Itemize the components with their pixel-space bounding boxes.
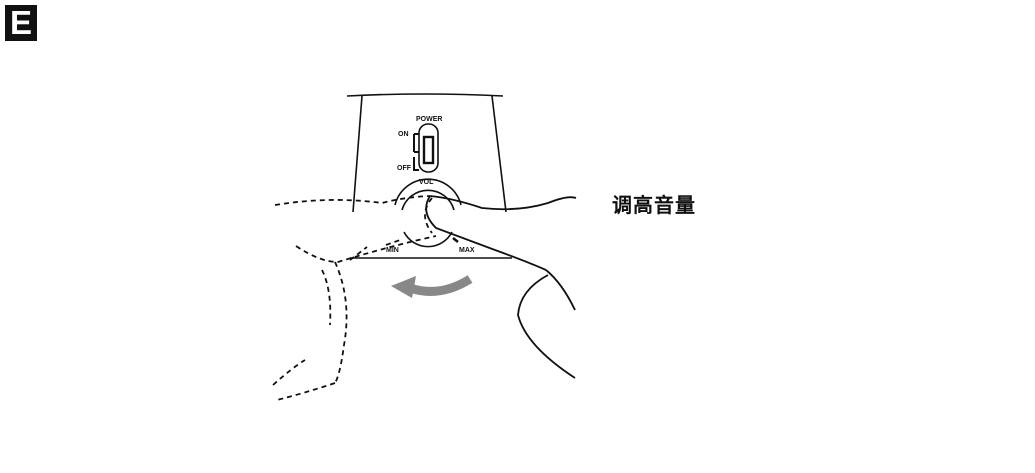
off-label: OFF [397,165,412,172]
on-label: ON [398,131,409,138]
min-label: MIN [386,247,399,254]
hand-pointing-icon [425,195,577,379]
step-letter-badge: E [5,5,37,41]
volume-up-caption: 调高音量 [612,193,696,217]
hand-start-position-outline [272,195,437,401]
volume-dial [394,178,462,248]
rotate-left-arrow-icon [391,275,473,298]
device-body [346,93,512,259]
vol-label: VOL [419,179,434,186]
power-switch [413,123,439,173]
power-label: POWER [416,116,442,123]
max-label: MAX [459,247,475,254]
